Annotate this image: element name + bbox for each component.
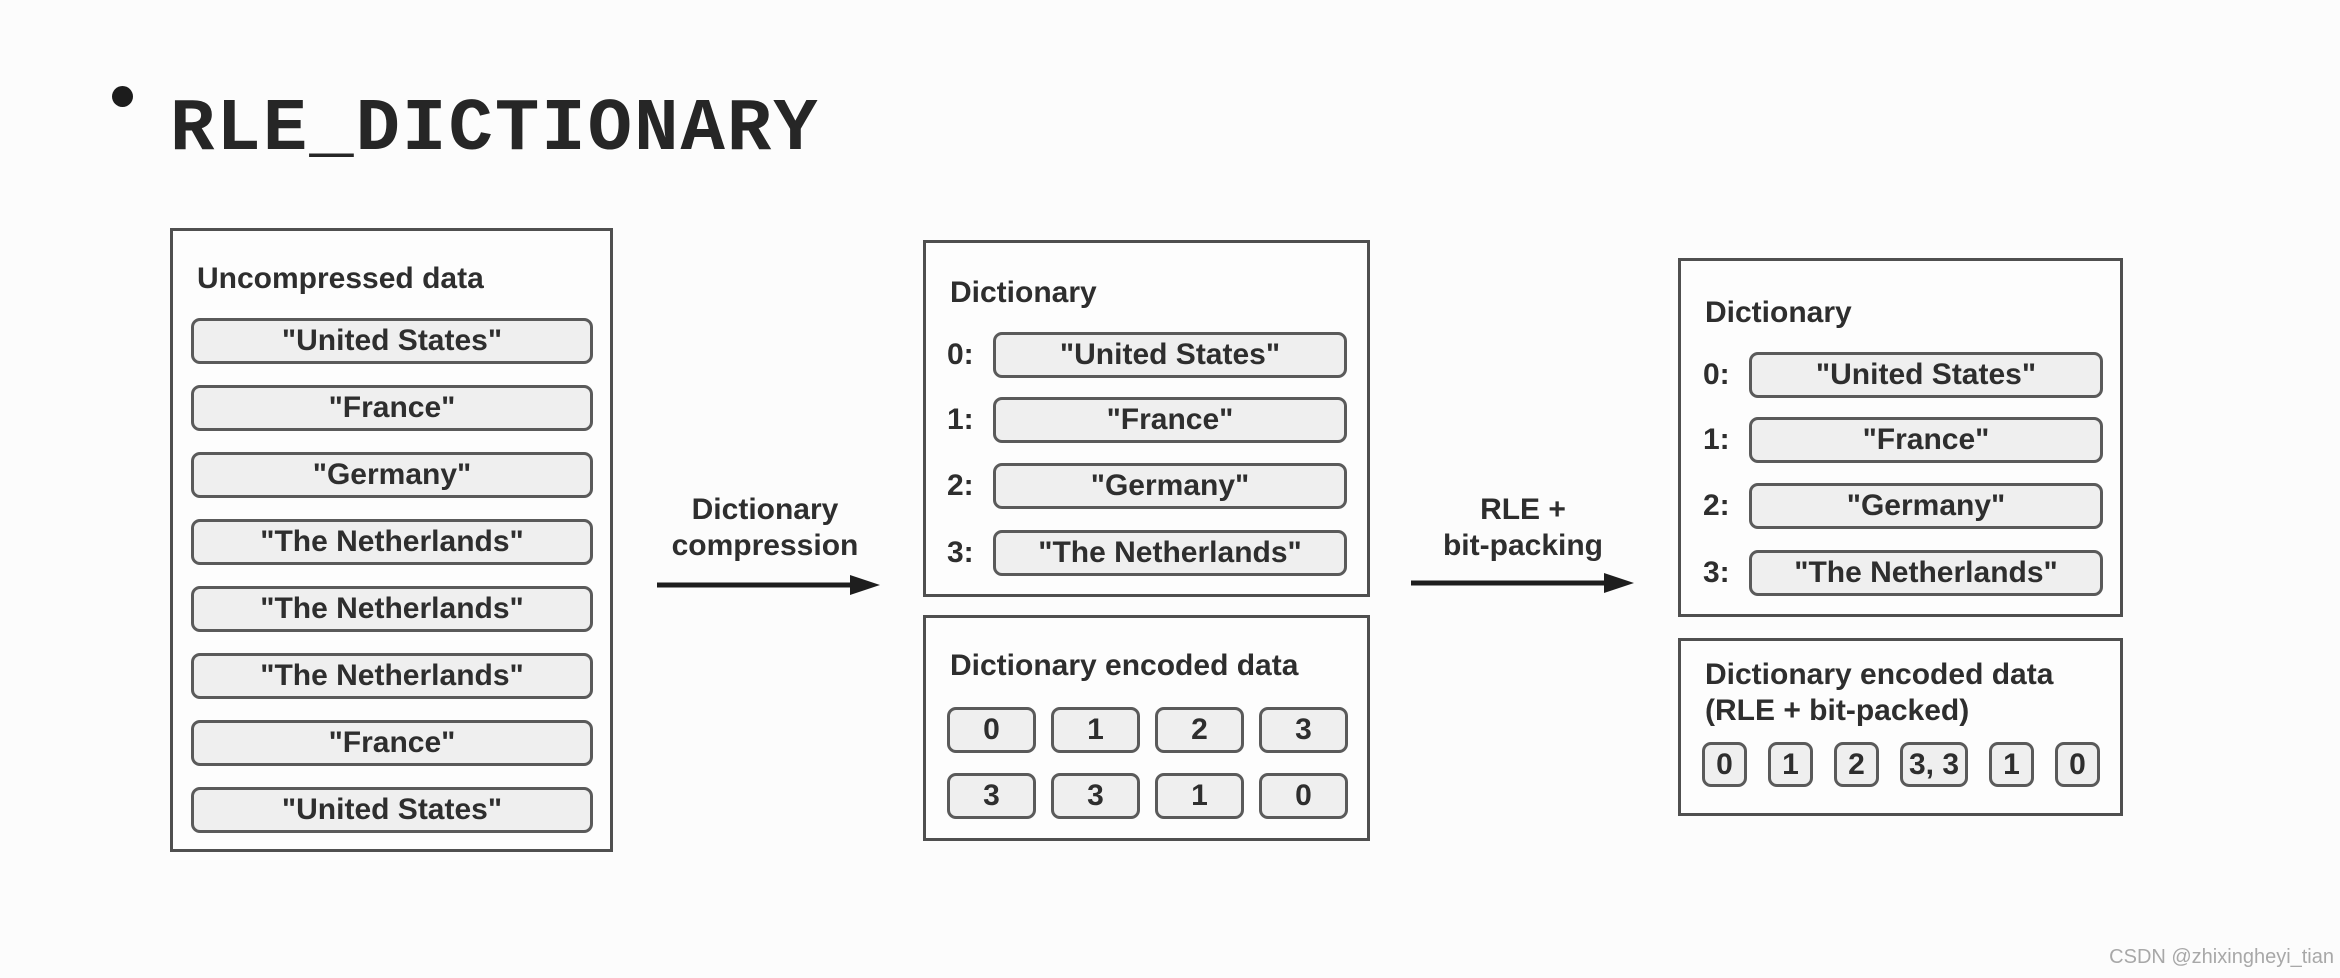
uncompressed-value-pill: "United States" <box>191 318 593 364</box>
encoded-values-row: 3 3 1 0 <box>947 773 1348 819</box>
dictionary-encoded-data-label: Dictionary encoded data <box>950 649 1299 682</box>
dictionary-entry: 3: "The Netherlands" <box>1703 550 2103 596</box>
dictionary-value-pill: "France" <box>1749 417 2103 463</box>
encoded-value-cell: 3 <box>1051 773 1140 819</box>
encoded-value-cell: 1 <box>1768 742 1813 787</box>
uncompressed-value-pill: "United States" <box>191 787 593 833</box>
bullet-icon <box>112 86 133 107</box>
encoded-value-cell: 3 <box>1259 707 1348 753</box>
dictionary-value-pill: "The Netherlands" <box>993 530 1347 576</box>
label-line: (RLE + bit-packed) <box>1705 694 1970 727</box>
right-arrow-icon <box>657 575 880 595</box>
dictionary-label: Dictionary <box>1705 296 1852 329</box>
dictionary-index: 0: <box>947 338 974 371</box>
dictionary-value-pill: "Germany" <box>993 463 1347 509</box>
dictionary-entry: 1: "France" <box>1703 417 2103 463</box>
encoded-value-cell: 0 <box>947 707 1036 753</box>
dictionary-value-pill: "Germany" <box>1749 483 2103 529</box>
arrow-label-line: bit-packing <box>1442 529 1603 562</box>
dictionary-encoded-data-box: Dictionary encoded data 0 1 2 3 3 3 1 0 <box>923 615 1370 841</box>
uncompressed-value-pill: "The Netherlands" <box>191 519 593 565</box>
encoded-values-row: 0 1 2 3 <box>947 707 1348 753</box>
dictionary-entry: 2: "Germany" <box>947 463 1347 509</box>
dictionary-index: 2: <box>1703 489 1730 522</box>
encoded-values-row: 0 1 2 3, 3 1 0 <box>1702 742 2100 787</box>
encoded-value-cell: 2 <box>1155 707 1244 753</box>
dictionary-entry: 2: "Germany" <box>1703 483 2103 529</box>
encoded-value-cell: 3, 3 <box>1900 742 1968 787</box>
watermark: CSDN @zhixingheyi_tian <box>2109 946 2334 968</box>
uncompressed-value-pill: "The Netherlands" <box>191 653 593 699</box>
encoded-value-cell: 0 <box>1259 773 1348 819</box>
encoded-value-cell: 1 <box>1051 707 1140 753</box>
dictionary-value-pill: "The Netherlands" <box>1749 550 2103 596</box>
encoded-value-cell: 3 <box>947 773 1036 819</box>
dictionary-value-pill: "United States" <box>1749 352 2103 398</box>
dictionary-compression-arrow-label: Dictionary compression <box>633 492 897 564</box>
dictionary-box-right: Dictionary 0: "United States" 1: "France… <box>1678 258 2123 617</box>
dictionary-box-middle: Dictionary 0: "United States" 1: "France… <box>923 240 1370 597</box>
rle-encoded-data-label: Dictionary encoded data (RLE + bit-packe… <box>1705 657 2053 729</box>
right-arrow-icon <box>1411 573 1634 593</box>
dictionary-index: 1: <box>1703 423 1730 456</box>
dictionary-index: 3: <box>947 536 974 569</box>
arrow-label-line: RLE + <box>1480 493 1566 526</box>
uncompressed-data-label: Uncompressed data <box>197 262 484 295</box>
uncompressed-value-pill: "Germany" <box>191 452 593 498</box>
encoded-value-cell: 0 <box>2055 742 2100 787</box>
dictionary-entry: 1: "France" <box>947 397 1347 443</box>
uncompressed-value-pill: "France" <box>191 385 593 431</box>
encoded-value-cell: 0 <box>1702 742 1747 787</box>
dictionary-label: Dictionary <box>950 276 1097 309</box>
dictionary-index: 2: <box>947 469 974 502</box>
dictionary-index: 1: <box>947 403 974 436</box>
rle-bitpacking-arrow-label: RLE + bit-packing <box>1396 492 1650 564</box>
dictionary-entry: 0: "United States" <box>1703 352 2103 398</box>
uncompressed-value-pill: "The Netherlands" <box>191 586 593 632</box>
arrow-label-line: compression <box>671 529 859 562</box>
label-line: Dictionary encoded data <box>1705 658 2054 691</box>
dictionary-value-pill: "United States" <box>993 332 1347 378</box>
encoded-value-cell: 2 <box>1834 742 1879 787</box>
encoded-value-cell: 1 <box>1155 773 1244 819</box>
dictionary-index: 0: <box>1703 358 1730 391</box>
dictionary-index: 3: <box>1703 556 1730 589</box>
uncompressed-data-box: Uncompressed data "United States" "Franc… <box>170 228 613 852</box>
encoded-value-cell: 1 <box>1989 742 2034 787</box>
dictionary-entry: 0: "United States" <box>947 332 1347 378</box>
uncompressed-value-pill: "France" <box>191 720 593 766</box>
arrow-label-line: Dictionary <box>691 493 839 526</box>
dictionary-value-pill: "France" <box>993 397 1347 443</box>
dictionary-entry: 3: "The Netherlands" <box>947 530 1347 576</box>
page-title: RLE_DICTIONARY <box>170 87 820 172</box>
rle-encoded-data-box: Dictionary encoded data (RLE + bit-packe… <box>1678 638 2123 816</box>
